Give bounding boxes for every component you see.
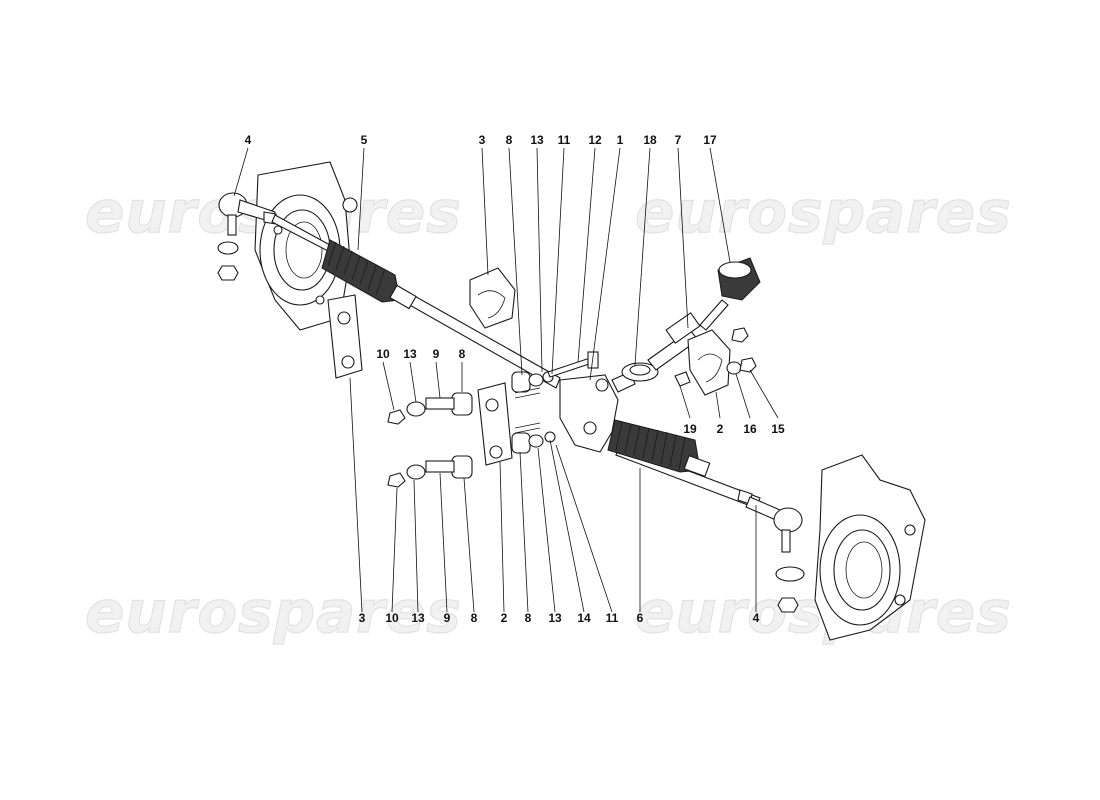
leader-lines — [233, 147, 779, 613]
watermark-group: eurospares eurospares eurospares eurospa… — [84, 177, 1012, 646]
callout-17-top: 17 — [703, 133, 717, 147]
mounting-plate-2 — [477, 382, 513, 466]
left-bellows-boot — [321, 239, 417, 310]
pinion-seal-18 — [621, 362, 659, 382]
right-tie-rod-end — [737, 489, 803, 553]
watermark-bottom-left: eurospares — [85, 578, 462, 646]
callout-13-top: 13 — [530, 133, 544, 147]
callout-2-mid: 2 — [717, 422, 724, 436]
callout-3-top: 3 — [479, 133, 486, 147]
callout-5-top: 5 — [361, 133, 368, 147]
callout-10-bottom: 10 — [385, 611, 399, 625]
callout-8-bottom-b: 8 — [525, 611, 532, 625]
callout-7-top: 7 — [675, 133, 682, 147]
left-tie-rod-end — [217, 192, 277, 281]
callout-3-bottom: 3 — [359, 611, 366, 625]
callout-19-mid: 19 — [683, 422, 697, 436]
watermark-bottom-right: eurospares — [635, 578, 1012, 646]
right-steering-knuckle — [775, 454, 926, 641]
upper-clamp-3 — [469, 267, 516, 329]
callout-labels-top: 4 5 3 8 13 11 12 1 18 7 17 — [245, 133, 717, 147]
callout-1-top: 1 — [617, 133, 624, 147]
rack-housing — [559, 371, 636, 453]
callout-18-top: 18 — [643, 133, 657, 147]
callout-11-top: 11 — [558, 133, 571, 147]
callout-13-bottom-b: 13 — [548, 611, 562, 625]
mounting-plate-3 — [327, 294, 363, 379]
right-bellows-boot — [607, 419, 711, 478]
callout-6-bottom: 6 — [637, 611, 644, 625]
callout-labels-bottom: 3 10 13 9 8 2 8 13 14 11 6 4 — [359, 611, 760, 625]
callout-9-bottom: 9 — [444, 611, 451, 625]
callout-8-bottom-a: 8 — [471, 611, 478, 625]
bushing-set-left — [387, 392, 473, 488]
bushing-set-right — [511, 371, 556, 454]
callout-16-mid: 16 — [743, 422, 757, 436]
callout-8-top: 8 — [506, 133, 513, 147]
callout-9-mid: 9 — [433, 347, 440, 361]
callout-8-mid: 8 — [459, 347, 466, 361]
callout-2-bottom: 2 — [501, 611, 508, 625]
right-clamp-2 — [674, 329, 731, 396]
callout-4-top: 4 — [245, 133, 252, 147]
callout-labels-mid: 10 13 9 8 19 2 16 15 — [376, 347, 785, 436]
callout-11-bottom: 11 — [606, 611, 619, 625]
callout-4-bottom: 4 — [753, 611, 760, 625]
callout-12-top: 12 — [588, 133, 602, 147]
callout-10-mid: 10 — [376, 347, 390, 361]
nut-set-right — [726, 327, 757, 375]
callout-13-mid: 13 — [403, 347, 417, 361]
callout-15-mid: 15 — [771, 422, 785, 436]
callout-13-bottom: 13 — [411, 611, 425, 625]
callout-14-bottom: 14 — [577, 611, 591, 625]
watermark-top-right: eurospares — [635, 178, 1012, 246]
